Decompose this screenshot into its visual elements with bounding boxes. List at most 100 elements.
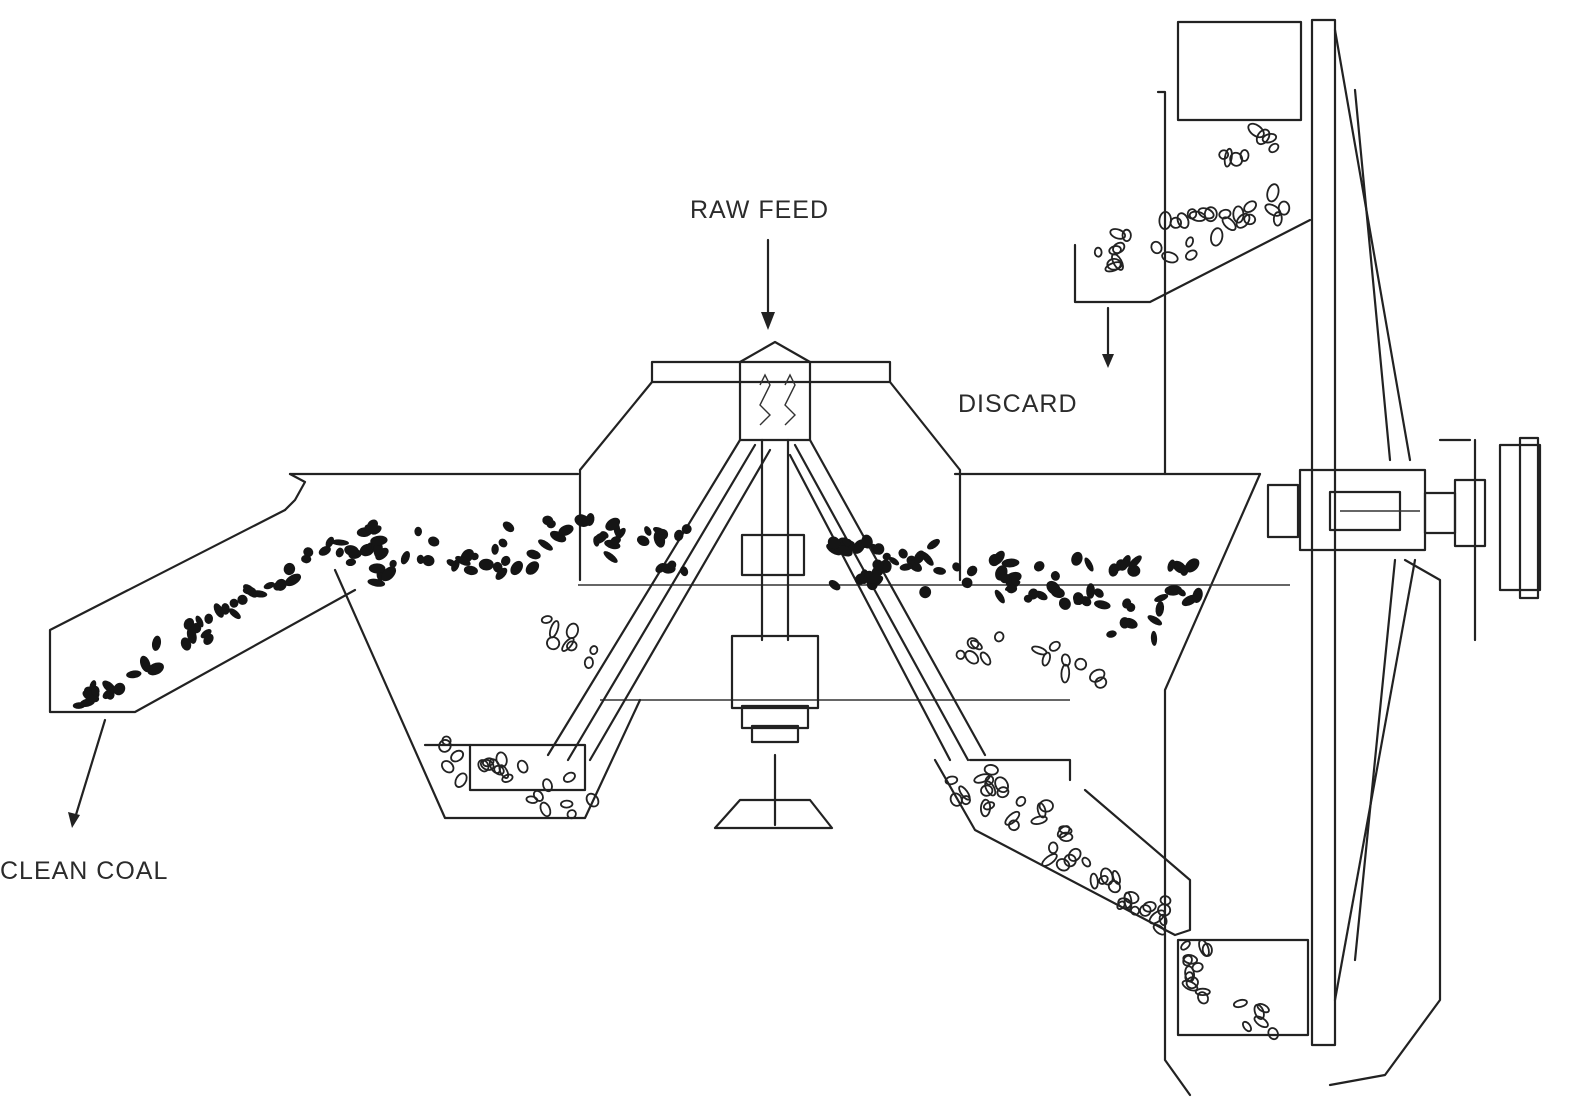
coal-particle bbox=[502, 521, 515, 533]
coal-particle bbox=[1001, 558, 1020, 568]
coal-particle bbox=[1177, 588, 1186, 597]
refuse-particle bbox=[1185, 249, 1198, 261]
refuse-particle bbox=[516, 759, 529, 774]
coal-particle bbox=[542, 515, 554, 526]
coal-particle bbox=[1120, 555, 1131, 570]
coal-particle bbox=[229, 598, 239, 608]
coal-particle bbox=[195, 615, 204, 628]
discard-chute bbox=[933, 758, 1310, 1037]
coal-particle bbox=[1084, 557, 1094, 572]
refuse-particle bbox=[583, 656, 594, 669]
coal-particle bbox=[1050, 571, 1060, 581]
clean-coal-arrow bbox=[68, 718, 107, 828]
refuse-particle bbox=[498, 764, 510, 779]
refuse-particle bbox=[1247, 122, 1265, 139]
refuse-particle bbox=[996, 786, 1010, 799]
coal-particle bbox=[861, 534, 873, 549]
refuse-particle bbox=[964, 650, 980, 665]
refuse-particle bbox=[1067, 847, 1082, 862]
refuse-particle bbox=[994, 631, 1005, 643]
coal-particle bbox=[966, 565, 978, 577]
coal-particle bbox=[400, 551, 410, 565]
refuse-particle bbox=[979, 651, 992, 666]
coal-particle bbox=[653, 526, 666, 535]
refuse-particle bbox=[1161, 251, 1179, 264]
coal-particle bbox=[91, 685, 100, 697]
coal-particle bbox=[1128, 555, 1142, 569]
refuse-particle bbox=[1111, 253, 1124, 271]
coal-particle bbox=[933, 567, 946, 575]
discard-label: DISCARD bbox=[958, 390, 1078, 418]
refuse-particle bbox=[585, 792, 600, 808]
coal-particle bbox=[283, 562, 296, 576]
refuse-particle bbox=[477, 759, 490, 773]
coal-particle bbox=[491, 543, 499, 555]
refuse-particle bbox=[1235, 212, 1251, 229]
refuse-particle bbox=[1015, 795, 1027, 807]
vessel-tank bbox=[283, 472, 1290, 1097]
refuse-particle bbox=[1063, 853, 1077, 868]
coal-particle bbox=[1094, 588, 1104, 598]
refuse-particle bbox=[1158, 211, 1172, 230]
refuse-particle bbox=[1188, 210, 1207, 222]
coal-particle bbox=[841, 537, 851, 547]
refuse-particle bbox=[532, 789, 544, 802]
refuse-particle bbox=[982, 801, 996, 811]
coal-particle bbox=[888, 557, 900, 566]
coal-particle bbox=[501, 555, 511, 566]
discard-arrow bbox=[1102, 306, 1114, 368]
refuse-particle bbox=[1268, 142, 1280, 154]
refuse-particle bbox=[1047, 841, 1059, 855]
coal-particle bbox=[898, 548, 908, 559]
raw-feed-label: RAW FEED bbox=[690, 196, 830, 224]
clean-coal-chute bbox=[48, 508, 642, 820]
refuse-particle bbox=[969, 639, 983, 651]
feed-well bbox=[578, 340, 962, 582]
coal-particle bbox=[899, 563, 913, 571]
coal-particle bbox=[913, 550, 925, 564]
coal-particle bbox=[872, 559, 884, 571]
refuse-particle bbox=[1081, 856, 1092, 868]
coal-particle bbox=[864, 570, 873, 578]
coal-particle bbox=[367, 578, 386, 587]
refuse-particle bbox=[542, 778, 553, 793]
coal-particle bbox=[636, 535, 650, 547]
coal-particle bbox=[610, 536, 621, 545]
refuse-particle bbox=[1112, 241, 1126, 255]
coal-particle bbox=[492, 561, 503, 573]
coal-particle bbox=[882, 552, 891, 561]
coal-particle bbox=[470, 552, 479, 561]
coal-particle bbox=[880, 559, 892, 573]
refuse-particle bbox=[1181, 979, 1199, 992]
refuse-particle bbox=[966, 637, 980, 650]
refuse-particle bbox=[983, 764, 999, 776]
refuse-particle bbox=[1089, 668, 1106, 683]
coal-particle bbox=[667, 560, 677, 570]
coal-particle bbox=[952, 562, 961, 572]
refuse-particle bbox=[566, 809, 577, 820]
refuse-particle bbox=[562, 771, 576, 783]
refuse-particle bbox=[1107, 880, 1121, 894]
refuse-particle bbox=[540, 615, 553, 624]
coal-particle bbox=[1150, 630, 1158, 646]
refuse-particle bbox=[1194, 987, 1211, 997]
coal-particle bbox=[455, 555, 471, 566]
refuse-particle bbox=[1008, 819, 1020, 832]
refuse-particle bbox=[1218, 208, 1232, 220]
coal-particle bbox=[526, 549, 541, 560]
coal-particle bbox=[237, 594, 248, 605]
coal-particle bbox=[1147, 615, 1163, 626]
refuse-particle bbox=[1266, 183, 1280, 203]
refuse-particle bbox=[1056, 825, 1071, 839]
refuse-particle bbox=[1074, 657, 1088, 671]
refuse-particle bbox=[944, 775, 959, 786]
coal-particle bbox=[1154, 594, 1169, 602]
refuse-particle bbox=[955, 649, 966, 660]
refuse-particle bbox=[1109, 228, 1126, 240]
coal-particle bbox=[873, 543, 885, 555]
coal-particle bbox=[478, 558, 494, 571]
refuse-particle bbox=[994, 776, 1009, 794]
coal-particle bbox=[331, 539, 349, 546]
refuse-particle bbox=[493, 764, 505, 776]
